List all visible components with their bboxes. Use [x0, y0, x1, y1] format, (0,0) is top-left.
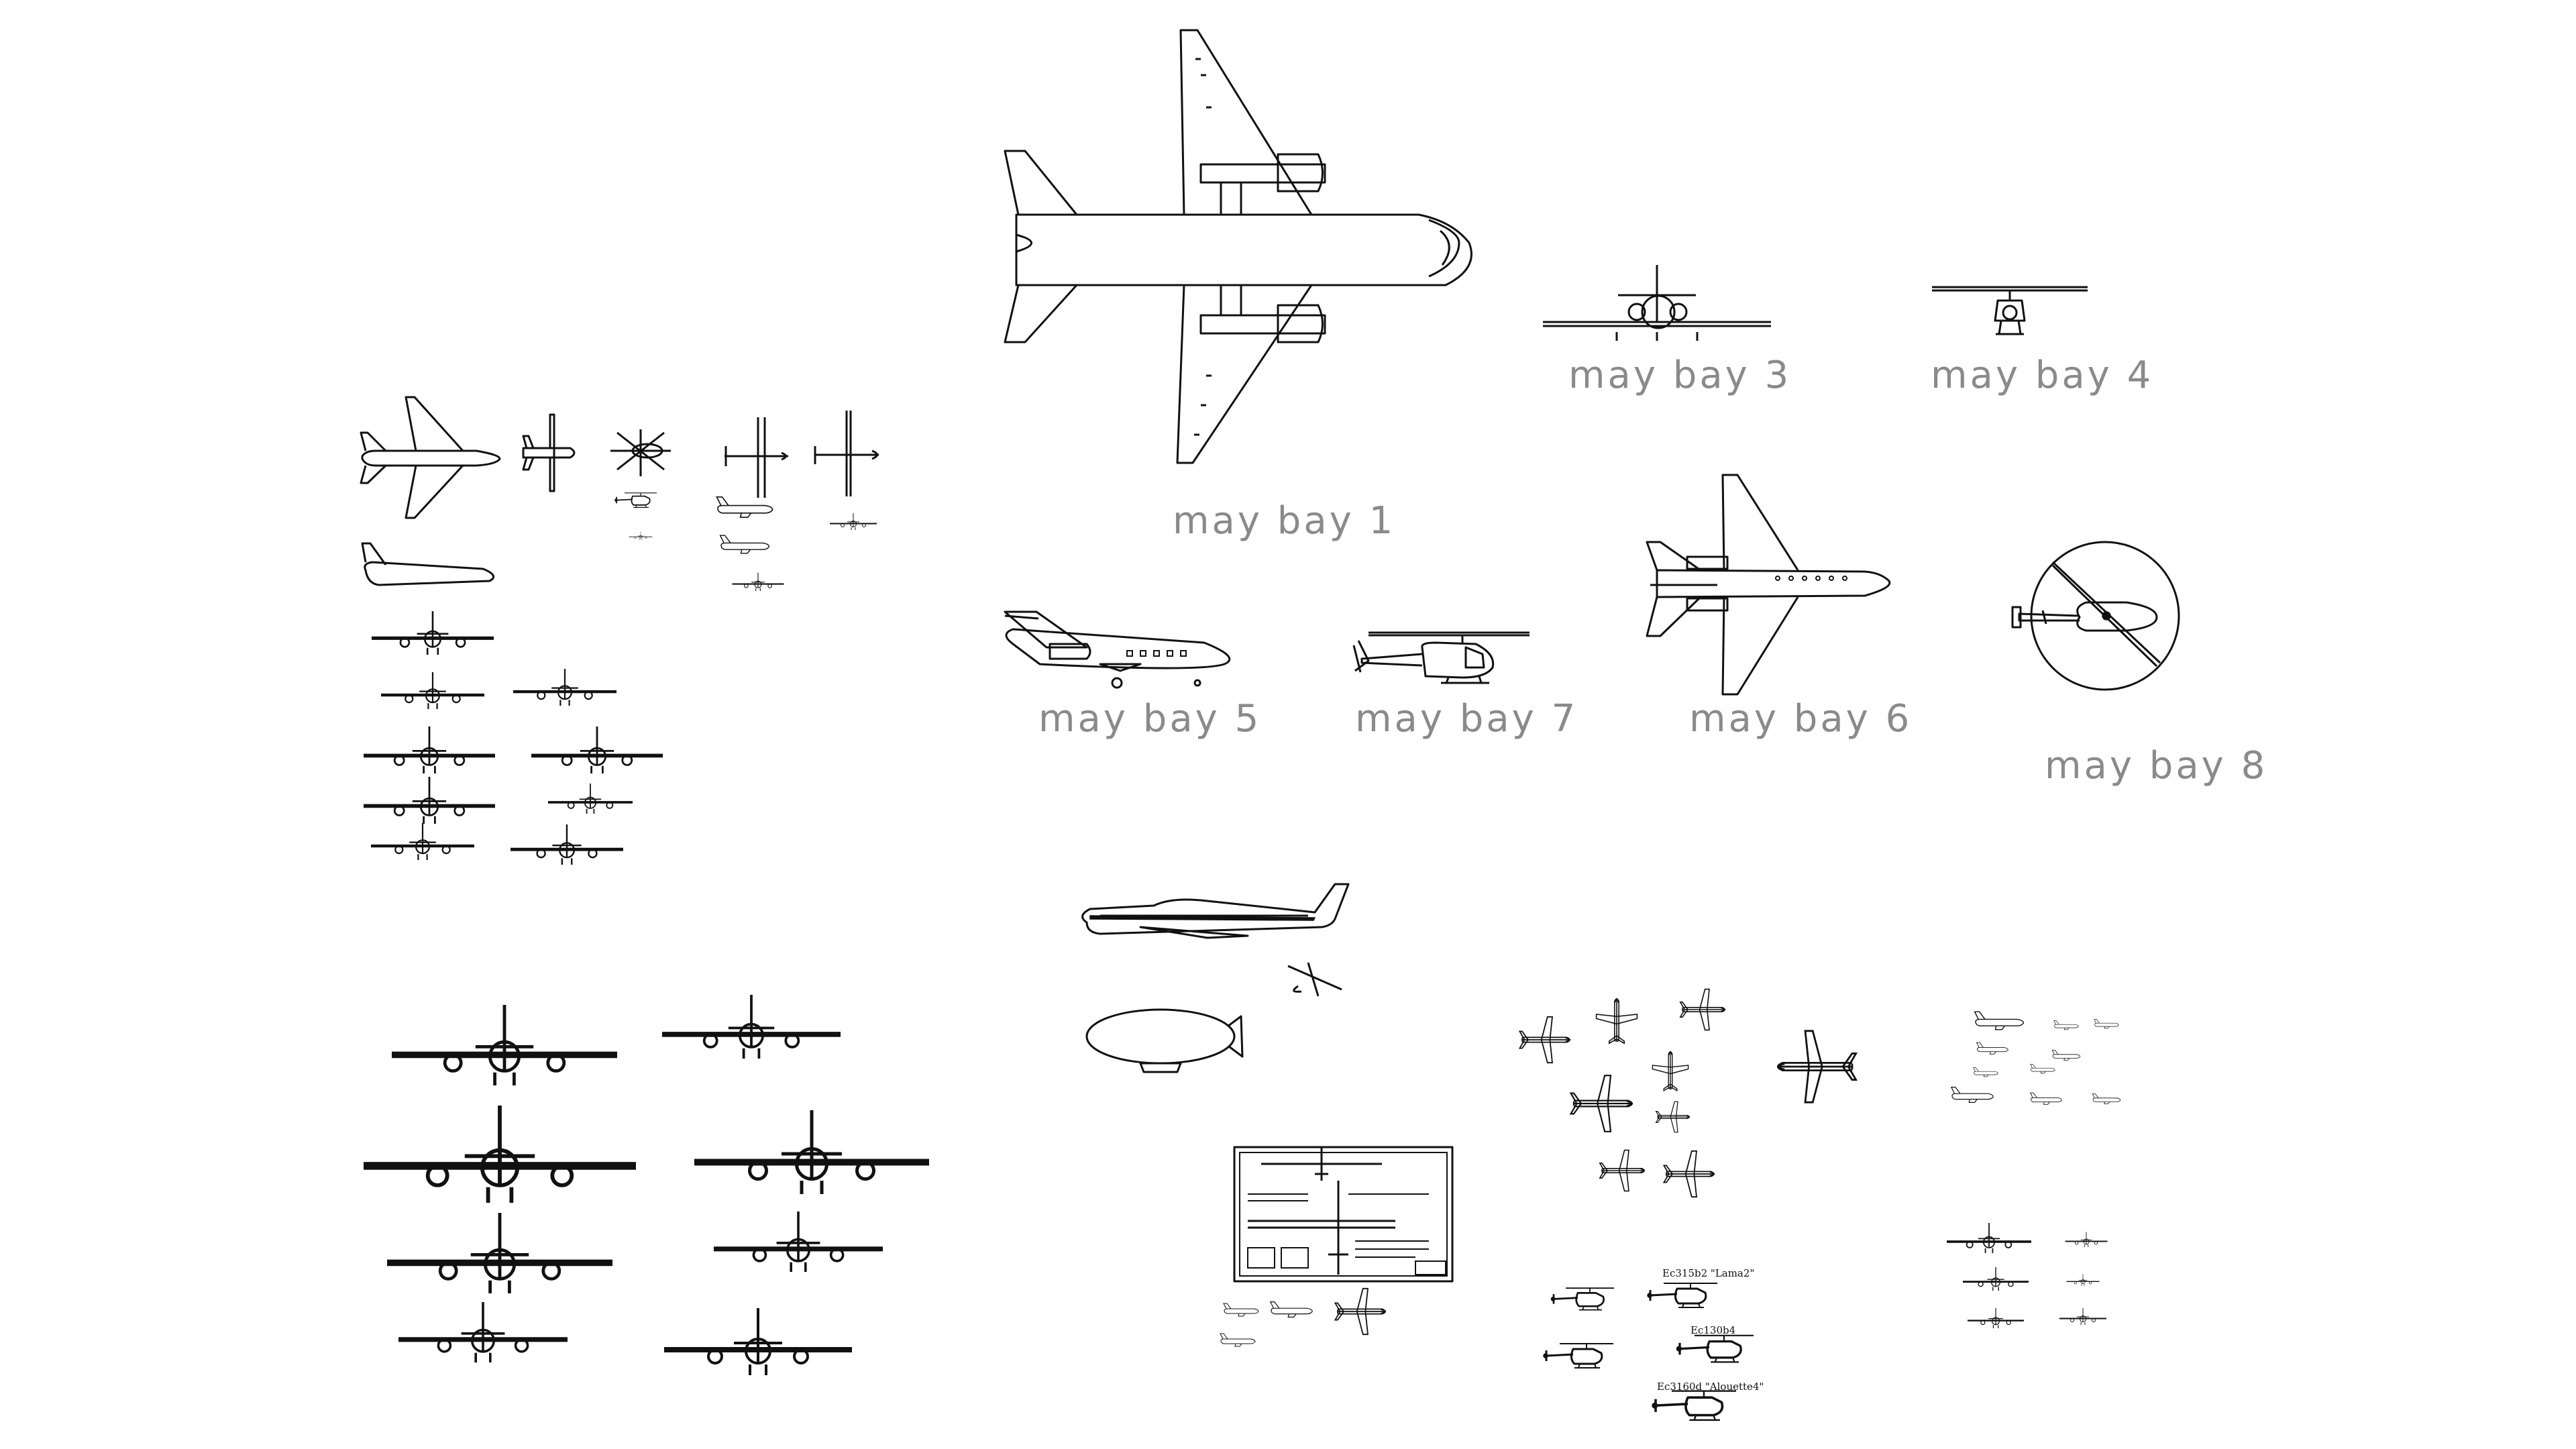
aircraft-may-bay-5-side-view	[1004, 610, 1231, 689]
label-may-bay-1: may bay 1	[1173, 499, 1395, 543]
label-may-bay-8: may bay 8	[2045, 744, 2267, 788]
aircraft-may-bay-6-top-view	[1646, 474, 1891, 696]
small-aircraft-row-bottom-center	[1220, 1287, 1387, 1347]
small-aircraft-cluster-left	[360, 396, 879, 866]
front-view-aircraft-cluster	[364, 994, 929, 1377]
label-may-bay-4: may bay 4	[1931, 354, 2153, 397]
helicopter-cluster: Ec315b2 "Lama2" Ec130b4 Ec3160d "Alouett…	[1542, 1267, 1764, 1421]
label-may-bay-7: may bay 7	[1355, 697, 1578, 741]
small-aircraft-cluster-right	[1946, 1011, 2121, 1329]
caption-lama: Ec315b2 "Lama2"	[1662, 1267, 1754, 1279]
caption-ec130: Ec130b4	[1690, 1324, 1735, 1336]
caption-alouette: Ec3160d "Alouette4"	[1657, 1381, 1764, 1393]
top-view-aircraft-cluster	[1519, 988, 1858, 1198]
aircraft-may-bay-4-front-view	[1932, 286, 2088, 335]
aircraft-may-bay-8-top-view	[2011, 541, 2180, 691]
airship-side-view	[1085, 1008, 1244, 1073]
may-bay-6-windows	[1775, 576, 1847, 581]
aircraft-may-bay-3-front-view	[1543, 265, 1771, 341]
label-may-bay-5: may bay 5	[1038, 697, 1261, 741]
aircraft-may-bay-7-side-view	[1352, 631, 1529, 684]
label-may-bay-6: may bay 6	[1689, 697, 1912, 741]
aircraft-may-bay-1-top-view	[1004, 29, 1472, 464]
aircraft-small-transport-top-view	[1287, 962, 1342, 997]
may-bay-5-windows	[1126, 650, 1187, 657]
aircraft-blueprint-sheet	[1233, 1146, 1454, 1283]
label-may-bay-3: may bay 3	[1568, 354, 1791, 397]
aircraft-747-side-view	[1081, 883, 1350, 939]
